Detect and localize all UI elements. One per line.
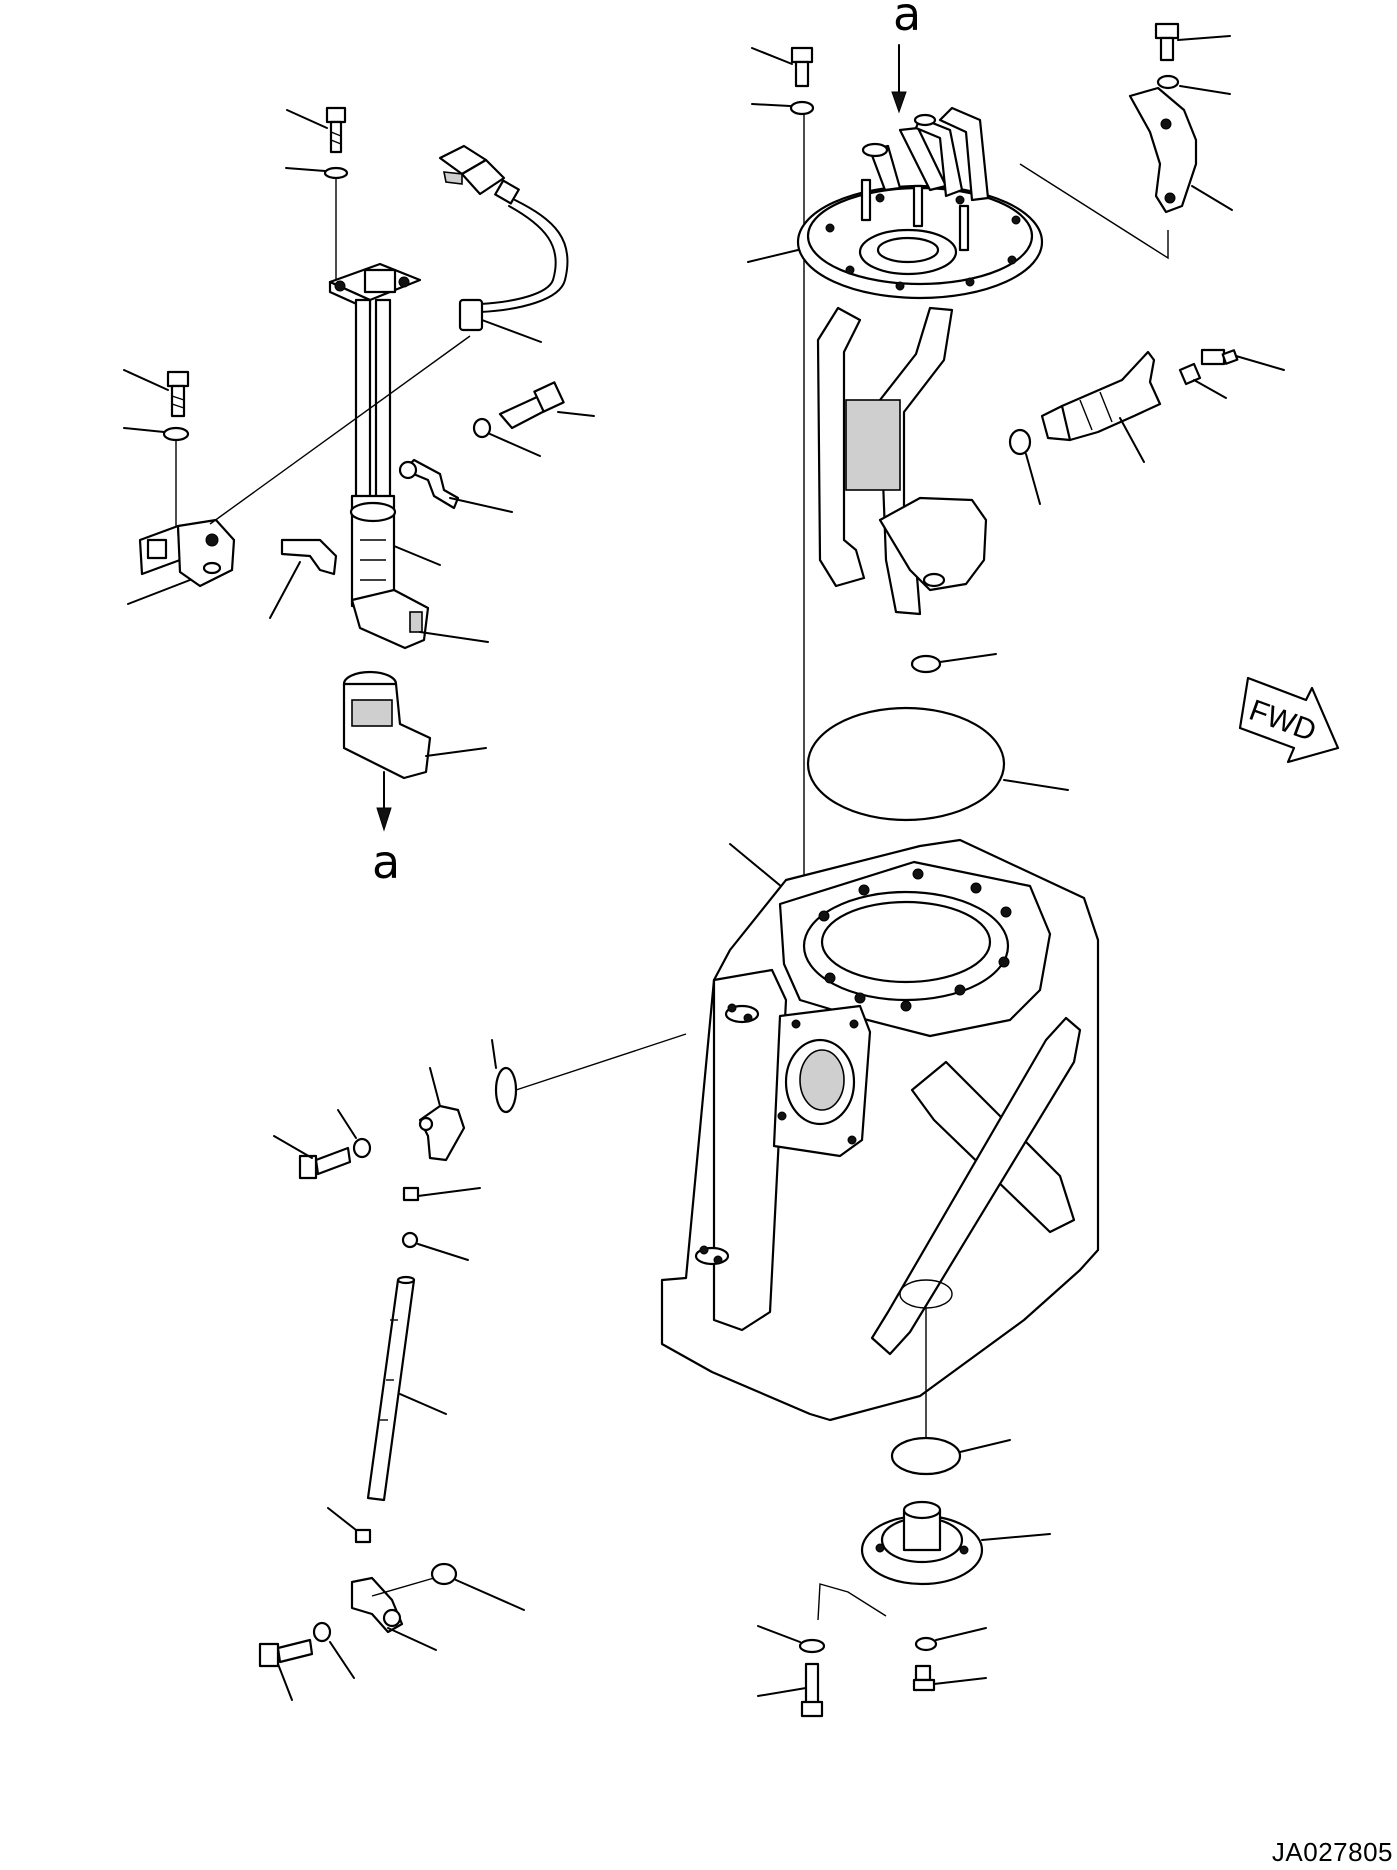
gauge-mounting-bracket [123, 335, 471, 605]
suction-pipe-assembly [747, 46, 1044, 880]
forward-direction-arrow: FWD [1238, 676, 1340, 764]
bolt-middle [498, 381, 595, 430]
drain-flange [817, 1500, 1051, 1621]
o-ring-small-center [910, 653, 997, 674]
gauge-harness-connector [438, 144, 569, 343]
washer-middle [472, 417, 541, 457]
bolt-lower-elbow [258, 1638, 314, 1701]
fuel-tank [660, 838, 1100, 1440]
collar-bolt-holes [818, 868, 1012, 1012]
view-arrow-top: a [891, 0, 921, 114]
level-sight-tube [366, 1275, 447, 1502]
view-arrow-bottom: a [372, 771, 400, 889]
drain-plug [912, 1627, 987, 1692]
drain-flange-bolt [757, 1625, 826, 1718]
washer-gauge-top [285, 166, 349, 180]
pipe-clip-middle [398, 458, 513, 513]
hose-clamp-upper [402, 1186, 481, 1202]
fuel-filter [1008, 348, 1285, 505]
drain-gasket [890, 1436, 1011, 1476]
level-gauge-upper-elbow [418, 1033, 687, 1162]
fuel-level-gauge-assembly [285, 106, 569, 780]
hose-cap-upper [401, 1231, 469, 1261]
washer-lower-elbow [312, 1621, 355, 1679]
washer-upper-elbow [337, 1109, 372, 1159]
level-sensor-unit [342, 670, 487, 780]
level-gauge-lower-elbow [350, 1562, 525, 1651]
bolt-upper-elbow [273, 1135, 352, 1180]
view-arrow-label-bottom: a [372, 835, 400, 889]
view-arrow-label-top: a [893, 0, 921, 41]
drawing-reference-code: JA027805 [1271, 1837, 1393, 1867]
harness-clip [269, 538, 338, 619]
bolt-gauge-top [286, 106, 347, 154]
large-gasket [806, 706, 1069, 822]
hose-clamp-lower [327, 1507, 372, 1544]
upper-right-bracket [1019, 22, 1233, 260]
